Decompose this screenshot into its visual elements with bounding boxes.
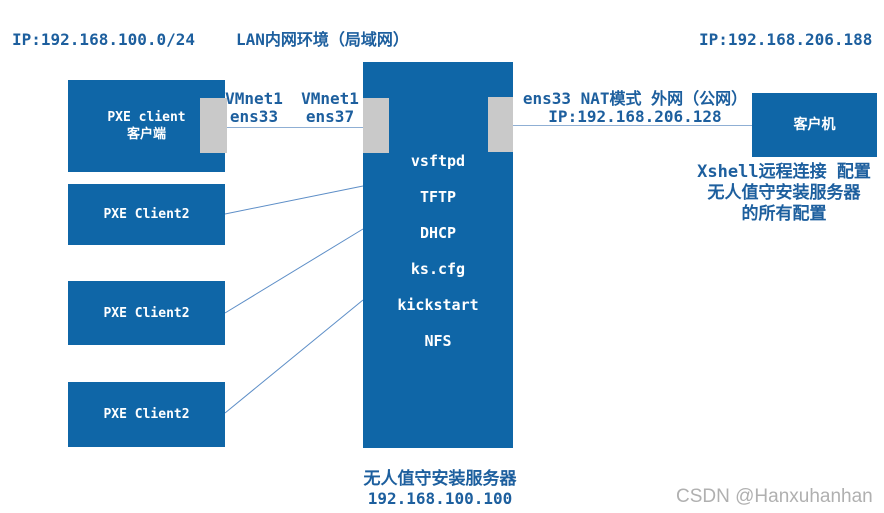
xshell-note-line2: 无人值守安装服务器 [707, 183, 861, 203]
pxe-client2-label-2: PXE Client2 [103, 305, 190, 321]
client-nic-port [200, 98, 227, 153]
pxe-client-label-line1: PXE client [107, 110, 186, 125]
pxe-client2-label-3: PXE Client2 [103, 407, 190, 422]
server-caption-ip: 192.168.100.100 [367, 489, 513, 508]
vmnet1-ens37-label: VMnet1 ens37 [298, 90, 362, 126]
remote-client-label: 客户机 [793, 116, 836, 133]
pxe-client-box: PXE client 客户端 [68, 80, 225, 172]
xshell-note-line1: Xshell远程连接 配置 [697, 162, 871, 182]
service-item-tftp: TFTP [419, 188, 457, 206]
service-item-dhcp: DHCP [419, 224, 457, 242]
wan-ip-label: IP:192.168.206.188 [699, 30, 873, 49]
vmnet1-ens33-iface: ens33 [229, 107, 279, 126]
service-item-vsftpd: vsftpd [410, 152, 466, 170]
server-wan-nic-port [488, 97, 513, 152]
service-item-nfs: NFS [424, 332, 452, 350]
vmnet1-ens33-name: VMnet1 [225, 89, 283, 108]
nat-wan-label-line1: ens33 NAT模式 外网（公网） [522, 89, 748, 108]
pxe-client2-box-2: PXE Client2 [68, 281, 225, 345]
nat-wan-label-line2: IP:192.168.206.128 [548, 107, 722, 126]
remote-client-box: 客户机 [752, 93, 877, 157]
lan-subnet-ip-label: IP:192.168.100.0/24 [12, 30, 196, 49]
csdn-watermark: CSDN @Hanxuhanhan [676, 486, 873, 507]
service-item-kickstart: kickstart [397, 296, 479, 314]
client2-connection-line-2 [224, 228, 364, 314]
server-caption-title: 无人值守安装服务器 [363, 469, 517, 489]
server-lan-nic-port [363, 98, 389, 153]
client2-connection-line-3 [224, 299, 364, 414]
lan-environment-label: LAN内网环境（局域网） [236, 30, 409, 49]
service-item-kscfg: ks.cfg [410, 260, 466, 278]
pxe-client2-box-1: PXE Client2 [68, 184, 225, 245]
vmnet1-ens33-label: VMnet1 ens33 [222, 90, 286, 126]
server-caption: 无人值守安装服务器 192.168.100.100 [352, 469, 528, 509]
xshell-note-line3: 的所有配置 [741, 204, 827, 224]
nat-wan-label: ens33 NAT模式 外网（公网） IP:192.168.206.128 [514, 90, 756, 126]
pxe-client2-label-1: PXE Client2 [103, 207, 190, 222]
client2-connection-line-1 [224, 185, 364, 215]
vmnet1-ens37-name: VMnet1 [301, 89, 359, 108]
pxe-client2-box-3: PXE Client2 [68, 382, 225, 447]
xshell-note: Xshell远程连接 配置 无人值守安装服务器 的所有配置 [690, 162, 878, 225]
pxe-client-label-line2: 客户端 [126, 127, 166, 142]
vmnet1-ens37-iface: ens37 [305, 107, 355, 126]
